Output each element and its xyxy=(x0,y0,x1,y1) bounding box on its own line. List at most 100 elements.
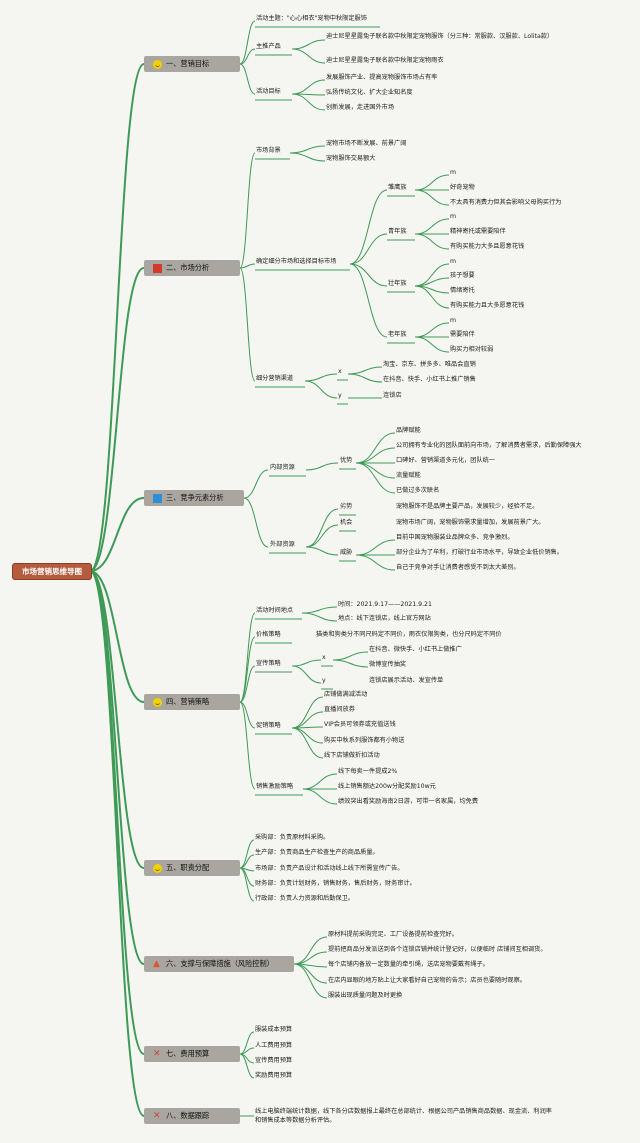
group-label: 壮年族 xyxy=(388,280,407,287)
time-place-item: 时间：2021.9.17——2021.9.21 xyxy=(338,601,432,608)
activity-goal-label: 活动目标 xyxy=(256,88,281,95)
background-item: 宠物服饰交易额大 xyxy=(326,155,376,162)
product-item: 迪士尼星星露兔子联名款中秋限定宠物雨衣 xyxy=(326,57,444,64)
connector-line xyxy=(414,189,450,206)
connector-line xyxy=(302,788,338,805)
threat-item: 自己于竞争对手让消费者感受不到太大差别。 xyxy=(396,564,520,571)
channel-item: 在抖音、快手、小红书上推广销售 xyxy=(383,376,476,383)
opportunity-label: 机会 xyxy=(340,519,353,526)
group-item: 购买力相对较弱 xyxy=(450,346,494,353)
branch-title: 七、费用预算 xyxy=(166,1049,210,1058)
segment-label: 确定细分市场和选择目标市场 xyxy=(256,258,337,265)
connector-line xyxy=(304,373,338,382)
sales-item: 购买中秋系列服饰都有小物送 xyxy=(324,737,405,744)
group-label: 青年族 xyxy=(388,228,407,235)
connector-line xyxy=(89,267,145,572)
connector-line xyxy=(414,233,450,250)
connector-line xyxy=(239,267,256,382)
connector-line xyxy=(414,322,450,338)
connector-line xyxy=(239,152,256,269)
red-flag-icon xyxy=(153,263,162,273)
connector-line xyxy=(302,773,338,790)
threat-label: 威胁 xyxy=(340,549,353,556)
budget-item: 服装成本预算 xyxy=(255,1026,293,1033)
connector-line xyxy=(239,701,256,790)
promo-x-label: x xyxy=(322,654,326,661)
duty-item: 财务部：负责计划财务，销售财务，售后财务，财务审计。 xyxy=(255,880,416,887)
connector-line xyxy=(291,79,326,95)
budget-item: 宣传费用预算 xyxy=(255,1057,293,1064)
tools-icon: ✕ xyxy=(153,1048,161,1059)
connector-line xyxy=(414,336,450,353)
warning-icon: ▲ xyxy=(153,958,160,969)
disadvantage-label: 劣势 xyxy=(340,503,353,510)
connector-line xyxy=(305,462,339,471)
incentive-item: 绩效突出看奖励海南2日游，可带一名家属，均免费 xyxy=(338,798,479,805)
background-item: 宠物市场不断发展、前景广阔 xyxy=(326,140,407,147)
group-item: 有购买能力大多且愿意花钱 xyxy=(450,243,525,250)
branch-node-1: 一、营销目标 xyxy=(144,56,240,72)
advantage-item: 公司拥有专业化的团队面前向市场，了解消费者需求，后勤保障强大 xyxy=(396,442,582,449)
group-item: m xyxy=(450,213,457,220)
connector-line xyxy=(291,39,326,50)
promo-item: 微博宣传抽奖 xyxy=(369,661,407,668)
branch-title: 六、支撑与保障措施（风险控制） xyxy=(166,959,274,968)
group-item: 情绪寄托 xyxy=(450,287,475,294)
branch-title: 三、竞争元素分析 xyxy=(166,493,224,502)
sales-item: 店铺做满减活动 xyxy=(324,691,368,698)
connector-line xyxy=(239,665,256,703)
risk-item: 提前把商品分发派送到各个连锁店铺并统计登记好，以便临时 店铺间互相调货。 xyxy=(328,946,547,953)
connector-line xyxy=(89,570,145,703)
time-place-label: 活动时间地点 xyxy=(256,607,294,614)
channel-x-label: x xyxy=(338,368,342,375)
connector-line xyxy=(349,189,388,265)
connector-line xyxy=(239,701,256,729)
connector-line xyxy=(239,20,256,65)
promo-item: 连锁店展示活动、发宣传单 xyxy=(369,677,444,684)
connector-line xyxy=(355,554,396,571)
branch-node-4: 四、营销策略 xyxy=(144,694,240,710)
branch-title: 二、市场分析 xyxy=(166,263,210,272)
connector-line xyxy=(332,651,369,661)
group-item: 需要陪伴 xyxy=(450,331,475,338)
group-item: 不太具有消费力但其会影响父母购买行为 xyxy=(450,199,562,206)
connector-line xyxy=(291,711,324,729)
connector-line xyxy=(304,380,338,399)
connector-line xyxy=(243,469,269,499)
advantage-item: 流量赋能 xyxy=(396,472,421,479)
time-place-item: 地点：线下连锁店，线上官方网站 xyxy=(338,615,431,622)
goal-item: 创新发展，走进国外市场 xyxy=(326,104,395,111)
goal-item: 弘扬传统文化、扩大企业知名度 xyxy=(326,89,413,96)
branch-title: 一、营销目标 xyxy=(166,59,210,68)
internal-resources-label: 内部资源 xyxy=(270,464,295,471)
connector-line xyxy=(243,497,269,548)
advantage-item: 已做过多次联名 xyxy=(396,487,440,494)
connector-line xyxy=(89,570,145,869)
sales-strategy-label: 促销策略 xyxy=(256,722,281,729)
promo-y-label: y xyxy=(322,677,326,684)
incentive-item: 线下每卖一件提成2% xyxy=(338,768,398,775)
sales-item: 线下店铺做折扣活动 xyxy=(324,752,380,759)
blue-flag-icon xyxy=(153,493,162,503)
risk-item: 在店内显眼的地方贴上让大家看好自己宠物的告示；店员也要随时观察。 xyxy=(328,977,526,984)
duty-item: 市场部：负责产品设计和活动线上线下所需宣传广告。 xyxy=(255,865,404,872)
connector-line xyxy=(291,727,324,759)
duty-item: 生产部：负责商品生产检查生产的商品质量。 xyxy=(255,849,379,856)
branch-title: 八、数据跟踪 xyxy=(166,1111,210,1120)
branch-node-6: ▲ 六、支撑与保障措施（风险控制） xyxy=(144,956,294,972)
channel-label: 细分营销渠道 xyxy=(256,375,294,382)
smile-icon xyxy=(153,863,162,873)
price-strategy-item: 猫类和狗类分不同尺码定不同价，雨衣仅限狗类，也分尺码定不同价 xyxy=(316,631,502,638)
promo-item: 在抖音、微快手、小红书上做推广 xyxy=(369,646,462,653)
duty-item: 采购部：负责原材料采购。 xyxy=(255,834,330,841)
connector-line xyxy=(332,659,369,668)
data-tracking-item: 线上电脑终端统计数据，线下各分店数据报上最终在总部统计、根据公司产品销售商品数据… xyxy=(255,1108,552,1124)
connector-line xyxy=(355,462,396,479)
opportunity-item: 宠物市场广阔，宠物服饰需求量增加，发展前景广大。 xyxy=(396,519,545,526)
connector-line xyxy=(355,432,396,464)
connector-line xyxy=(89,63,145,572)
group-item: 精神寄托或需要陪伴 xyxy=(450,228,506,235)
connector-line xyxy=(291,665,322,684)
promo-strategy-label: 宣传策略 xyxy=(256,660,281,667)
connector-line xyxy=(239,63,256,95)
